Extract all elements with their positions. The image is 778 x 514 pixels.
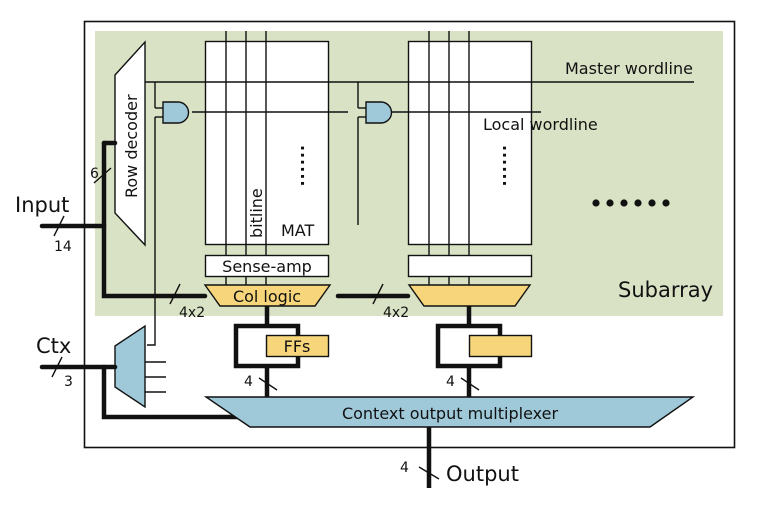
row-decoder-bus-slash [93, 167, 112, 184]
ffs-2-bus-slash [460, 377, 480, 391]
mat-2-bitlines [428, 31, 470, 288]
subarray-label: Subarray [618, 278, 713, 302]
context-output-multiplexer [203, 396, 696, 428]
mat-2-row-ellipsis: ...... [499, 145, 518, 187]
ellipsis-dot [620, 199, 628, 207]
mat-1-bitlines [225, 31, 267, 288]
bus-4-label-1: 4 [244, 374, 253, 390]
mat-2 [407, 40, 533, 246]
bus-4-label-2: 4 [446, 374, 455, 390]
mat-1 [204, 40, 330, 246]
ctx-width-label: 3 [64, 374, 73, 390]
ellipsis-dot [634, 199, 642, 207]
input-label: Input [15, 193, 69, 217]
ctx-bus [39, 364, 243, 420]
ctx-decoder-outputs [145, 361, 166, 393]
ellipsis-dot [606, 199, 614, 207]
ellipsis-dot [592, 199, 600, 207]
output-width-label: 4 [400, 460, 409, 476]
ffs-label: FFs [284, 337, 311, 356]
mat-1-row-ellipsis: ...... [297, 145, 316, 187]
ffs-1-bus-slash [258, 377, 278, 391]
ctx-bus-slash [51, 356, 63, 378]
col-logic-2 [407, 284, 532, 307]
and-gate-1 [154, 82, 190, 124]
ffs-2 [468, 334, 533, 358]
context-mux-label: Context output multiplexer [342, 404, 559, 423]
mat-label: MAT [281, 221, 315, 240]
and-gate-body [365, 101, 393, 124]
row-decoder [114, 40, 146, 247]
master-wordline-label: Master wordline [565, 59, 693, 78]
input-bus [39, 140, 208, 299]
and-gate-body [162, 101, 190, 124]
bus-4x2-label-2: 4x2 [383, 305, 409, 321]
sense-amp-label: Sense-amp [222, 257, 312, 276]
sense-amp-2 [407, 254, 533, 278]
input-width-label: 14 [54, 239, 72, 255]
row-decoder-width-label: 6 [90, 166, 99, 182]
row-decoder-label: Row decoder [122, 94, 141, 198]
ctx-label: Ctx [36, 334, 71, 358]
ellipsis-dot [648, 199, 656, 207]
ctx-decoder [114, 324, 146, 409]
and-gate-2 [357, 82, 393, 124]
bitline-label: bitline [247, 188, 266, 238]
ellipsis-dot [662, 199, 670, 207]
col-logic-1 [203, 284, 332, 307]
output-label: Output [446, 462, 519, 486]
output-bus-slash [418, 466, 440, 480]
ffs-1 [265, 334, 330, 358]
more-mats-ellipsis [592, 199, 670, 207]
input-bus-slash [53, 215, 65, 237]
col-logic-bus-slash-2 [372, 283, 384, 305]
local-wordline-label: Local wordline [483, 115, 598, 134]
bus-4x2-label-1: 4x2 [179, 305, 205, 321]
col-logic-bus-slash-1 [169, 283, 181, 305]
col-logic-label: Col logic [233, 287, 301, 306]
sense-amp-1 [204, 254, 330, 278]
ctx-select-line-1 [147, 117, 156, 346]
